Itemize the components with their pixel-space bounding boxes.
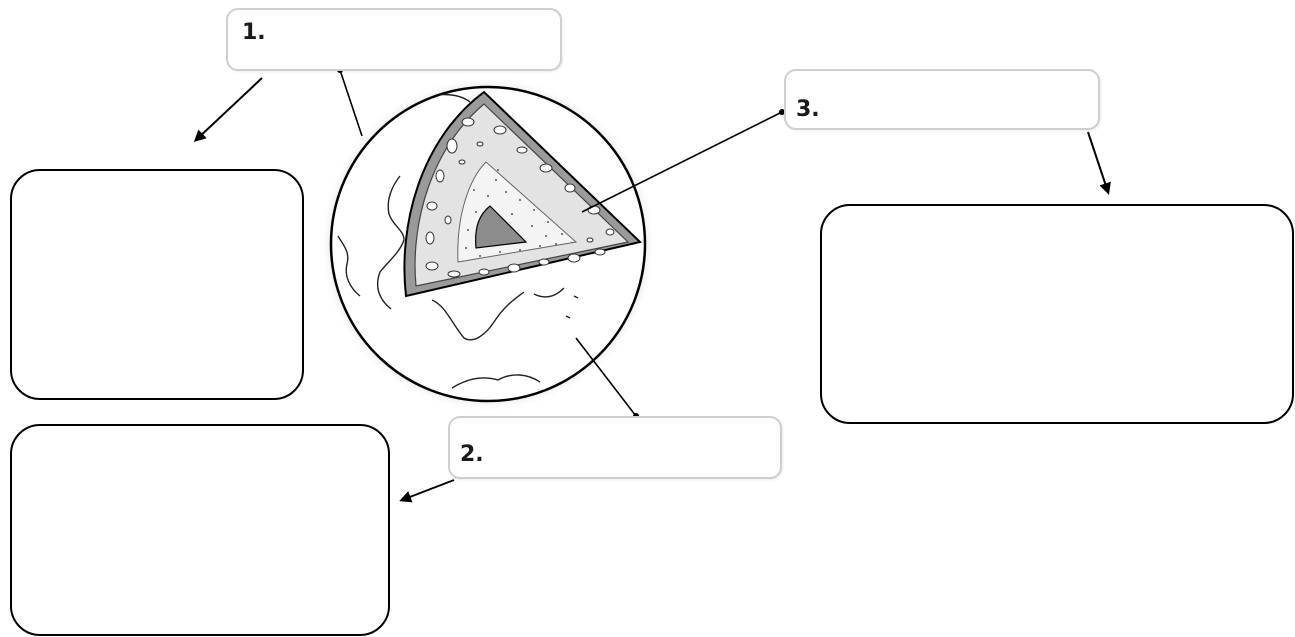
arrow-3 — [1088, 132, 1108, 192]
answer-box-2[interactable] — [10, 424, 390, 636]
label-box-2[interactable]: 2. — [448, 416, 782, 479]
label-number-3: 3. — [796, 97, 820, 122]
arrow-1 — [196, 78, 262, 140]
leader-line-1 — [340, 70, 362, 136]
arrow-2 — [402, 480, 454, 500]
label-number-1: 1. — [242, 20, 266, 45]
answer-box-3[interactable] — [820, 204, 1294, 424]
answer-box-1[interactable] — [10, 169, 304, 400]
label-box-3[interactable]: 3. — [784, 69, 1100, 130]
label-box-1[interactable]: 1. — [226, 8, 562, 71]
label-number-2: 2. — [460, 442, 484, 467]
